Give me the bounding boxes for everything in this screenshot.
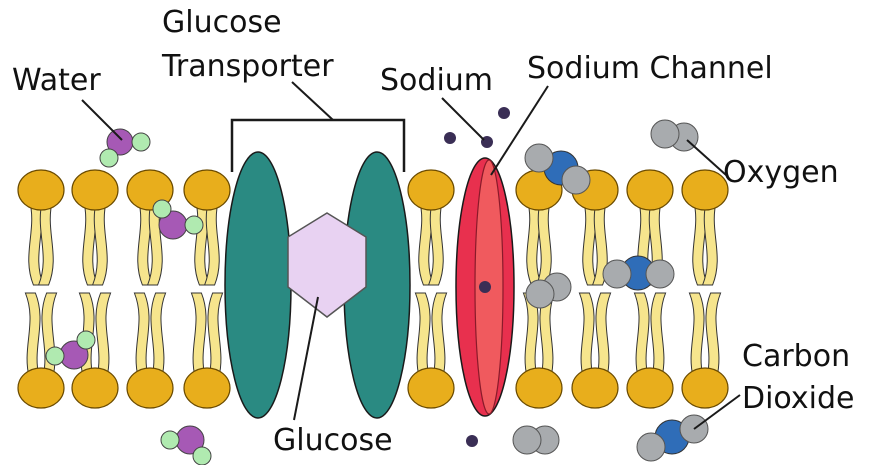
phospholipid-tail	[25, 293, 40, 378]
phospholipid-head	[627, 170, 673, 210]
phospholipid-head	[72, 170, 118, 210]
label-sodium: Sodium	[380, 64, 493, 98]
sodium-ion	[444, 132, 456, 144]
label-glucose-transporter-line1: Glucose	[162, 6, 282, 40]
phospholipid-head	[682, 368, 728, 408]
phospholipid-tail	[706, 293, 721, 378]
phospholipid-head	[408, 170, 454, 210]
phospholipid-tail	[651, 293, 666, 378]
transporter-left-subunit	[225, 152, 291, 418]
oxygen-molecule	[513, 426, 559, 454]
phospholipid-head	[72, 368, 118, 408]
phospholipid-tail	[579, 293, 594, 378]
phospholipid-tail	[208, 293, 223, 378]
sodium-ion	[466, 435, 478, 447]
sodium-ion	[498, 107, 510, 119]
water-leader-line	[82, 100, 122, 140]
phospholipid-tail	[191, 293, 206, 378]
phospholipid-head	[127, 368, 173, 408]
phospholipid-head	[18, 368, 64, 408]
phospholipid-tail	[634, 293, 649, 378]
phospholipid-tail	[432, 293, 447, 378]
glucose-leader-line	[294, 297, 318, 420]
water-molecule	[161, 426, 211, 465]
phospholipid-tail	[703, 200, 718, 285]
phospholipid-tail	[596, 293, 611, 378]
phospholipid-tail	[93, 200, 108, 285]
phospholipid-tail	[205, 200, 220, 285]
phospholipid-head	[184, 368, 230, 408]
phospholipid-tail	[689, 293, 704, 378]
phospholipid-tail	[415, 293, 430, 378]
phospholipid-tail	[39, 200, 54, 285]
label-oxygen: Oxygen	[723, 156, 839, 190]
label-glucose: Glucose	[273, 424, 393, 458]
phospholipid-head	[18, 170, 64, 210]
oxygen-molecule	[651, 120, 698, 151]
phospholipid-head	[627, 368, 673, 408]
phospholipid-tail	[151, 293, 166, 378]
phospholipid-tail	[429, 200, 444, 285]
carbon-dioxide-molecule	[603, 256, 674, 290]
phospholipid-head	[682, 170, 728, 210]
phospholipid-head	[516, 368, 562, 408]
label-sodium-channel: Sodium Channel	[527, 52, 773, 86]
transporter-leader-line	[292, 82, 333, 120]
phospholipid-tail	[537, 200, 552, 285]
carbon-dioxide-molecule	[637, 415, 708, 461]
phospholipid-head	[184, 170, 230, 210]
label-carbon-dioxide-line2: Dioxide	[742, 382, 854, 416]
water-molecule	[100, 129, 150, 167]
label-water: Water	[12, 64, 101, 98]
phospholipid-tail	[134, 293, 149, 378]
label-glucose-transporter-line2: Transporter	[162, 50, 334, 84]
sodium-channel	[456, 158, 514, 416]
phospholipid-tail	[96, 293, 111, 378]
glucose-transporter	[225, 152, 410, 418]
phospholipid-head	[572, 368, 618, 408]
phospholipid-head	[408, 368, 454, 408]
label-carbon-dioxide-line1: Carbon	[742, 340, 850, 374]
sodium-ion	[479, 281, 491, 293]
